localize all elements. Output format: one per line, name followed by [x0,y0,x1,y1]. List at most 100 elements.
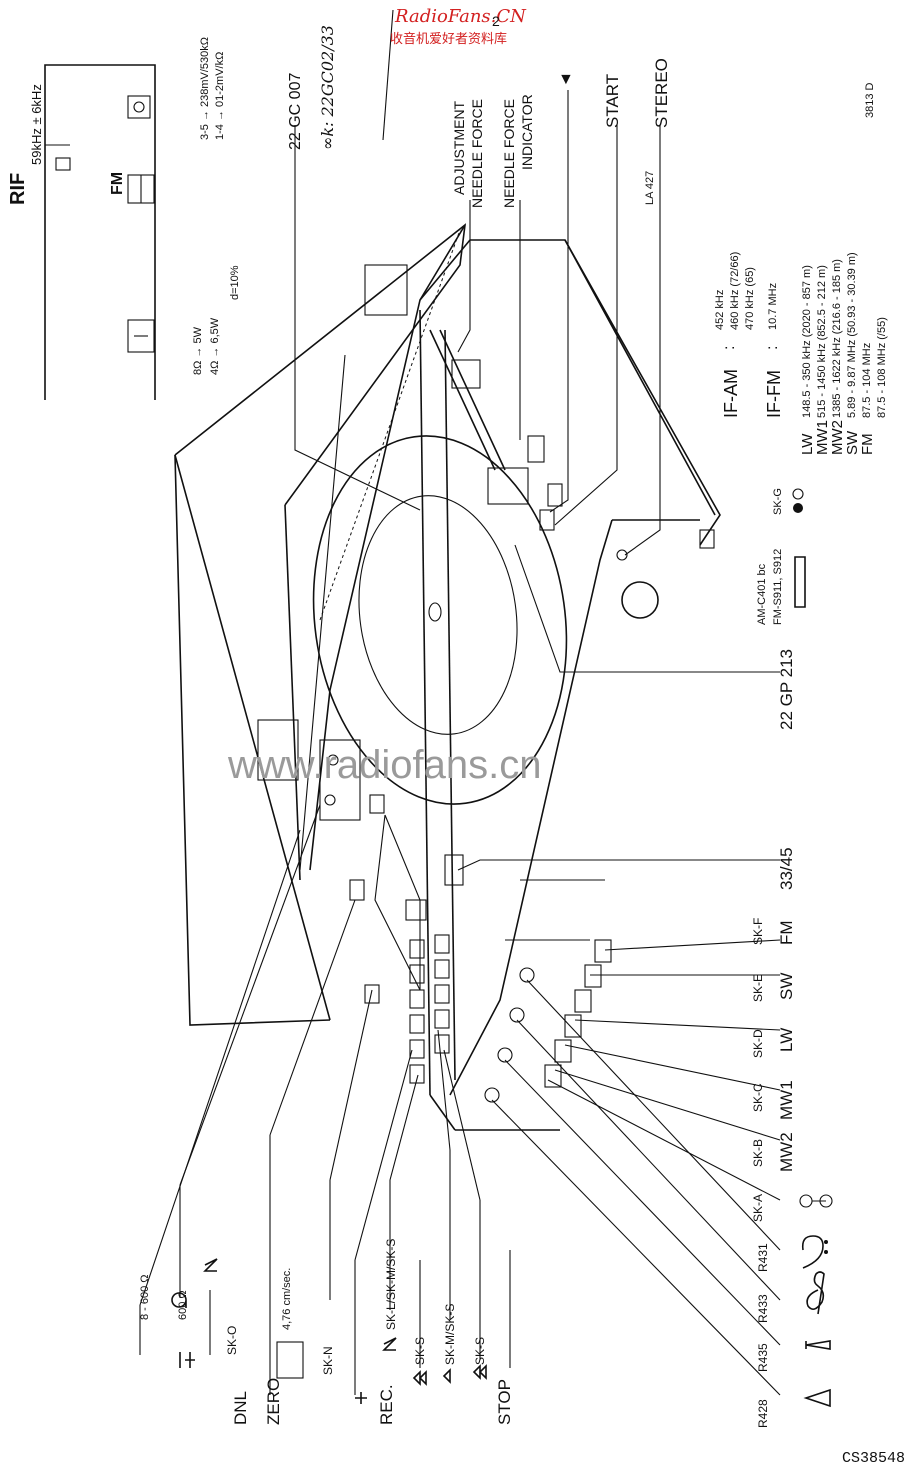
needle-force-indicator-label: NEEDLE FORCE [501,99,517,208]
if-am-value-1: 452 kHz [714,289,726,330]
lamp-fm-label: FM-S911, S912 [772,548,784,625]
indicator-label: INDICATOR [519,94,535,170]
bass-clef-icon [801,1235,824,1269]
switch-code-6: SK-A [751,1193,765,1222]
if-am-colon: : [721,345,738,350]
control-code-2: R433 [756,1294,770,1323]
switch-band-2: SW [777,972,796,1000]
microphone-icon [171,1292,187,1308]
rif-tape-a: 3-5 → 238mV/530kΩ [199,37,211,140]
rif-speaker-a: 8Ω → 5W [192,327,204,375]
sk-o-label: SK-O [225,1325,239,1355]
leader-lines [139,90,781,1396]
band-name-2: MW1 [814,420,831,455]
front-knobs [484,529,715,1103]
la-label: LA 427 [644,170,656,205]
start-label: START [603,73,622,128]
sk-lms-label: SK-L/SK-M/SK-S [384,1238,398,1330]
band-range-5: 87.5 - 104 MHz [861,342,873,418]
rif-title: RIF [7,172,29,205]
band-range-1: 148.5 - 350 kHz (2020 - 857 m) [801,265,813,418]
output-impedance-2: 600 Ω [177,1290,189,1320]
site-name: RadioFans.CN [395,6,526,27]
band-range-4: 5.89 - 9.87 MHz (50.93 - 30.39 m) [846,252,858,418]
skg-indicator-icon [793,503,803,513]
rif-tape-b: 1-4 → 01-2mV/kΩ [214,51,226,140]
switch-band-3: LW [777,1027,796,1052]
if-am-label: IF-AM [721,369,741,418]
switch-code-3: SK-D [751,1029,765,1058]
needle-force-label: NEEDLE FORCE [469,99,485,208]
band-range-3: 1385 - 1622 kHz (216.6 - 185 m) [831,259,843,418]
doc-code: 3813 D [864,82,876,118]
sk-ms-label: SK-M/SK-S [443,1303,457,1365]
if-fm-colon: : [764,345,781,350]
cassette-area [257,719,464,1084]
band-name-3: MW2 [829,420,846,455]
rif-speaker-b: 4Ω → 6,5W [209,317,221,375]
switch-code-2: SK-E [751,973,765,1002]
rif-panel-outline [44,64,156,400]
switch-band-4: MW1 [777,1080,796,1120]
rif-frequency: 59kHz ± 6kHz [29,84,44,165]
switch-code-5: SK-B [751,1138,765,1167]
record-icon [382,1337,397,1351]
dnl-label: DNL [231,1390,250,1425]
switch-code-4: SK-C [751,1083,765,1112]
sk-s-label-2: SK-S [473,1336,487,1365]
pickup-label: 22 GP 213 [777,649,796,730]
switch-band-1: FM [777,920,796,945]
adjustment-label: ADJUSTMENT [451,100,467,195]
band-name-4: SW [844,430,861,455]
stereo-label: STEREO [652,58,671,128]
page-number: 2 [492,13,500,29]
footer-code: CS38548 [842,1450,906,1467]
balance-icon [805,1340,831,1350]
rif-distortion: d=10% [229,265,241,300]
volume-wedge-icon [803,1388,831,1408]
cassette-icon [276,1341,304,1379]
if-am-value-2: 460 kHz (72/66) [729,251,741,330]
switch-band-5: MW2 [777,1132,796,1172]
sk-n-label: SK-N [321,1346,335,1375]
lamp-am-label: AM-C401 bc [756,563,768,625]
icon-art [171,488,833,1408]
control-code-4: R428 [756,1399,770,1428]
watermark: www.radiofans.cn [228,743,542,787]
zero-label: ZERO [264,1377,283,1425]
control-code-3: R435 [756,1343,770,1372]
output-impedance-1: 8 - 600 Ω [139,1274,151,1320]
handwriting-bracket [382,9,394,141]
phones-icon [179,1352,195,1368]
control-code-1: R431 [756,1243,770,1272]
fast-forward-icon [472,1364,487,1380]
deck-outline [419,239,721,1131]
speed-label: 33/45 [777,847,796,890]
band-name-5: FM [859,433,876,455]
site-name-cn: 收音机爱好者资料库 [390,32,508,47]
tape-speed-label: 4,76 cm/sec. [281,1267,293,1330]
treble-clef-icon [806,1271,825,1315]
stop-label: STOP [495,1379,514,1425]
switch-code-1: SK-F [751,917,765,945]
pause-icon [355,1392,367,1404]
band-range-2: 515 - 1450 kHz (852.5 - 212 m) [816,265,828,418]
band-range-6: 87.5 - 108 MHz (/55) [876,317,888,418]
skg-label: SK-G [772,488,784,515]
dnl-icon [203,1258,218,1272]
rec-label: REC. [377,1384,396,1425]
handwritten-note: ∞k: 22GC02/33 [318,25,337,150]
sk-s-label-1: SK-S [413,1336,427,1365]
lamp-icon [794,556,806,608]
rif-fm-label: FM [109,171,126,195]
platter [312,435,568,805]
tonearm [429,329,563,531]
tape-reel-icon [799,1194,833,1208]
if-fm-value: 10.7 MHz [767,282,779,330]
if-am-value-3: 470 kHz (65) [744,267,756,330]
pause-symbol-icon: ▼ [558,71,574,88]
cabinet-outline [174,223,467,1026]
cartridge-label: 22 GC 007 [287,72,304,150]
